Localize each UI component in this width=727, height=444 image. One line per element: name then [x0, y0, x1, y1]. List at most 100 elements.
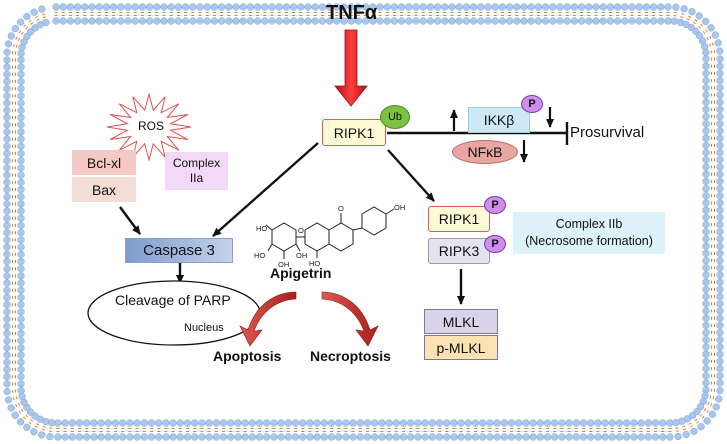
membrane-lipid-head [3, 250, 11, 258]
membrane-lipid-head [716, 62, 724, 70]
membrane-lipid-head [3, 85, 11, 93]
membrane-lipid-head [17, 70, 25, 78]
membrane-lipid-head [579, 419, 588, 427]
membrane-lipid-head [3, 279, 11, 287]
membrane-lipid-head [241, 419, 249, 427]
membrane-lipid-head [3, 178, 11, 186]
membrane-lipid-head [556, 17, 564, 25]
membrane-lipid-head [17, 207, 25, 215]
membrane-lipid-head [507, 419, 516, 427]
membrane-lipid-head [635, 17, 643, 25]
membrane-lipid-head [3, 293, 11, 302]
membrane-lipid-head [3, 185, 11, 194]
membrane-lipid-head [642, 17, 651, 25]
membrane-lipid-head [3, 193, 11, 201]
membrane-lipid-head [356, 419, 364, 427]
membrane-lipid-head [702, 105, 710, 114]
membrane-lipid-head [232, 3, 240, 11]
membrane-lipid-head [38, 431, 46, 439]
tnf-arrow [334, 29, 368, 107]
membrane-lipid-head [138, 17, 147, 25]
membrane-lipid-head [702, 379, 710, 387]
bcl-xl-box: Bcl-xl [72, 150, 136, 175]
membrane-lipid-head [407, 419, 415, 427]
membrane-lipid-head [147, 419, 156, 427]
arrow-ripk1-to-caspase3 [212, 142, 319, 237]
membrane-lipid-head [493, 433, 501, 441]
membrane-lipid-head [390, 17, 399, 25]
membrane-lipid-head [210, 3, 219, 11]
membrane-lipid-head [500, 433, 508, 441]
membrane-lipid-head [450, 433, 458, 441]
membrane-lipid-head [133, 433, 141, 441]
membrane-lipid-head [3, 329, 11, 338]
membrane-lipid-head [378, 433, 386, 441]
membrane-lipid-head [556, 3, 564, 11]
membrane-lipid-head [253, 17, 262, 25]
membrane-lipid-head [541, 3, 550, 11]
membrane-lipid-head [17, 221, 25, 230]
membrane-lipid-head [642, 3, 651, 11]
membrane-lipid-head [383, 3, 391, 11]
membrane-lipid-head [17, 142, 25, 150]
membrane-lipid-head [61, 419, 69, 427]
membrane-lipid-head [239, 17, 247, 25]
membrane-lipid-head [17, 149, 25, 158]
membrane-lipid-head [702, 127, 710, 135]
membrane-lipid-head [111, 433, 120, 441]
membrane-lipid-head [529, 433, 537, 441]
membrane-lipid-head [284, 433, 292, 441]
membrane-lipid-head [299, 433, 307, 441]
membrane-lipid-head [17, 135, 25, 143]
membrane-lipid-head [54, 419, 62, 427]
membrane-lipid-head [716, 235, 724, 243]
membrane-lipid-head [119, 419, 127, 427]
membrane-lipid-head [579, 433, 588, 441]
membrane-lipid-head [577, 3, 586, 11]
membrane-lipid-head [17, 265, 25, 273]
ripk3-phospho-badge: P [484, 235, 506, 253]
membrane-lipid-head [191, 419, 199, 427]
membrane-lipid-head [572, 433, 580, 441]
membrane-lipid-head [608, 419, 616, 427]
membrane-lipid-head [155, 419, 163, 427]
complex-iia-line1: Complex [172, 156, 221, 170]
membrane-lipid-head [716, 192, 724, 200]
membrane-lipid-head [81, 3, 89, 11]
membrane-lipid-head [520, 3, 528, 11]
membrane-lipid-head [649, 3, 658, 11]
membrane-lipid-head [3, 344, 11, 352]
membrane-lipid-head [3, 365, 11, 374]
membrane-lipid-head [61, 433, 69, 441]
membrane-lipid-head [702, 148, 710, 157]
ros-starburst [106, 92, 192, 162]
membrane-lipid-head [682, 430, 690, 439]
membrane-lipid-head [716, 364, 724, 373]
membrane-lipid-head [716, 271, 724, 279]
membrane-lipid-head [126, 433, 134, 441]
membrane-lipid-head [585, 17, 593, 25]
atom-oh-1: OH [278, 260, 289, 269]
membrane-lipid-head [405, 17, 413, 25]
membrane-lipid-head [630, 433, 638, 441]
membrane-lipid-head [363, 419, 372, 427]
membrane-lipid-head [248, 419, 256, 427]
ripk1-phospho-badge: P [484, 196, 506, 214]
membrane-lipid-head [17, 315, 25, 323]
membrane-lipid-head [419, 17, 427, 25]
membrane-lipid-head [23, 423, 31, 431]
membrane-lipid-head [498, 3, 507, 11]
membrane-lipid-head [191, 433, 199, 441]
membrane-lipid-head [11, 411, 19, 419]
membrane-lipid-head [320, 419, 328, 427]
membrane-lipid-head [716, 47, 724, 55]
membrane-lipid-head [138, 3, 147, 11]
membrane-lipid-head [383, 17, 391, 25]
membrane-lipid-head [167, 3, 175, 11]
membrane-lipid-head [715, 395, 723, 403]
membrane-lipid-tails [11, 12, 715, 432]
membrane-lipid-head [513, 17, 521, 25]
membrane-lipid-head [433, 3, 442, 11]
membrane-lipid-head [356, 433, 364, 441]
